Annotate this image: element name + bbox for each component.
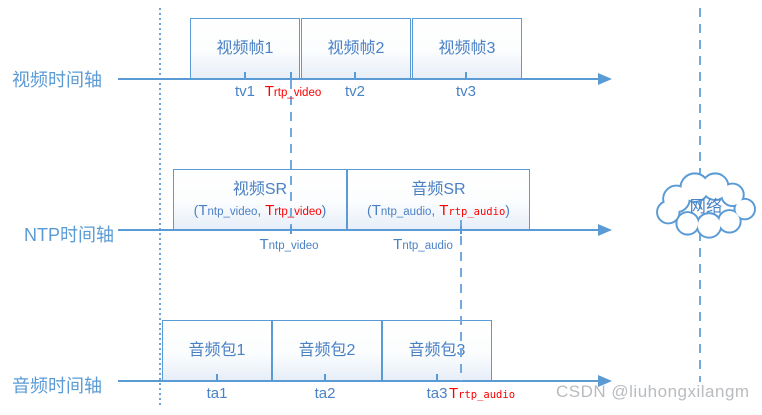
video-sr-open-paren: ( — [193, 202, 199, 218]
video-sr-trtp-T: T — [265, 202, 275, 219]
video-axis-label: 视频时间轴 — [12, 70, 102, 90]
left-dotted-guide-line — [159, 8, 161, 408]
tv2-label: tv2 — [344, 83, 366, 100]
ta2-label: ta2 — [314, 385, 336, 402]
trtp-audio-label-T: T — [448, 385, 459, 402]
trtp-video-label: Trtp_video — [265, 83, 321, 100]
audio-packet-1-box: 音频包1 — [162, 320, 272, 381]
video-sr-trtp-sub: rtp_video — [274, 206, 322, 218]
tv1-tick — [244, 72, 246, 80]
audio-sr-open-paren: ( — [367, 202, 372, 218]
tntp-video-label: Tntp_video — [259, 236, 318, 253]
ntp-axis-line — [118, 229, 600, 231]
trtp-audio-dashed-line — [460, 220, 462, 381]
audio-packet-2-box: 音频包2 — [272, 320, 382, 381]
video-sr-separator: , — [257, 202, 266, 218]
trtp-video-label-sub: rtp_video — [273, 87, 322, 99]
video-sr-title: 视频SR — [232, 181, 288, 198]
trtp-video-tick — [290, 72, 292, 80]
audio-axis-label: 音频时间轴 — [12, 376, 102, 396]
audio-sr-tntp-T: T — [371, 202, 381, 219]
video-frame-2-box: 视频帧2 — [301, 18, 411, 79]
audio-sr-box: 音频SR (Tntp_audio, Trtp_audio) — [347, 169, 530, 230]
ntp-axis-arrow — [598, 224, 612, 236]
video-frame-1-label: 视频帧1 — [216, 39, 274, 57]
tntp-audio-label-T: T — [393, 236, 403, 253]
video-sr-close-paren: ) — [321, 202, 327, 218]
audio-sr-tntp-sub: ntp_audio — [380, 206, 432, 218]
watermark: CSDN @liuhongxilangm — [556, 382, 750, 401]
tntp-video-label-T: T — [259, 236, 269, 253]
audio-sr-params: (Tntp_audio, Trtp_audio) — [367, 202, 510, 219]
audio-sr-close-paren: ) — [505, 202, 510, 218]
video-frame-2-label: 视频帧2 — [327, 39, 385, 57]
audio-packet-3-label: 音频包3 — [408, 341, 466, 359]
audio-packet-3-box: 音频包3 — [382, 320, 492, 381]
tntp-video-label-sub: ntp_video — [268, 240, 319, 252]
video-sr-tntp-T: T — [198, 202, 208, 219]
video-sr-box: 视频SR (Tntp_video, Trtp_video) — [173, 169, 347, 230]
audio-sr-trtp-T: T — [439, 202, 449, 219]
tntp-audio-label: Tntp_audio — [393, 236, 453, 253]
tntp-video-tick — [290, 226, 292, 234]
cloud-icon: 网络 — [656, 172, 756, 239]
tntp-audio-label-sub: ntp_audio — [402, 240, 453, 252]
ta3-tick — [436, 374, 438, 382]
ta1-tick — [216, 374, 218, 382]
tv1-label: tv1 — [234, 83, 256, 100]
ta3-label: ta3 — [426, 385, 448, 402]
video-frame-3-box: 视频帧3 — [412, 18, 522, 79]
trtp-video-label-T: T — [264, 83, 274, 100]
audio-packet-2-label: 音频包2 — [298, 341, 356, 359]
ta2-tick — [324, 374, 326, 382]
video-sr-tntp-sub: ntp_video — [207, 206, 258, 218]
ta1-label: ta1 — [206, 385, 228, 402]
audio-axis-line — [118, 380, 600, 382]
audio-axis-arrow — [598, 375, 612, 387]
ntp-axis-label: NTP时间轴 — [24, 225, 114, 245]
trtp-video-dashed-line — [290, 80, 292, 230]
video-frame-3-label: 视频帧3 — [438, 39, 496, 57]
network-label: 网络 — [690, 197, 723, 216]
video-axis-arrow — [598, 73, 612, 85]
video-axis-line — [118, 78, 600, 80]
trtp-audio-label-sub: rtp_audio — [458, 389, 516, 401]
audio-sr-title: 音频SR — [411, 181, 466, 198]
audio-sr-trtp-sub: rtp_audio — [448, 206, 506, 218]
video-frame-1-box: 视频帧1 — [190, 18, 300, 79]
audio-sr-separator: , — [431, 202, 440, 218]
network-cloud: 网络 — [653, 166, 759, 242]
trtp-audio-label: Trtp_audio — [449, 385, 515, 402]
tv3-tick — [465, 72, 467, 80]
audio-packet-1-label: 音频包1 — [188, 341, 246, 359]
tntp-audio-tick — [460, 226, 462, 234]
tv3-label: tv3 — [455, 83, 477, 100]
tv2-tick — [354, 72, 356, 80]
video-sr-params: (Tntp_video, Trtp_video) — [194, 202, 327, 219]
